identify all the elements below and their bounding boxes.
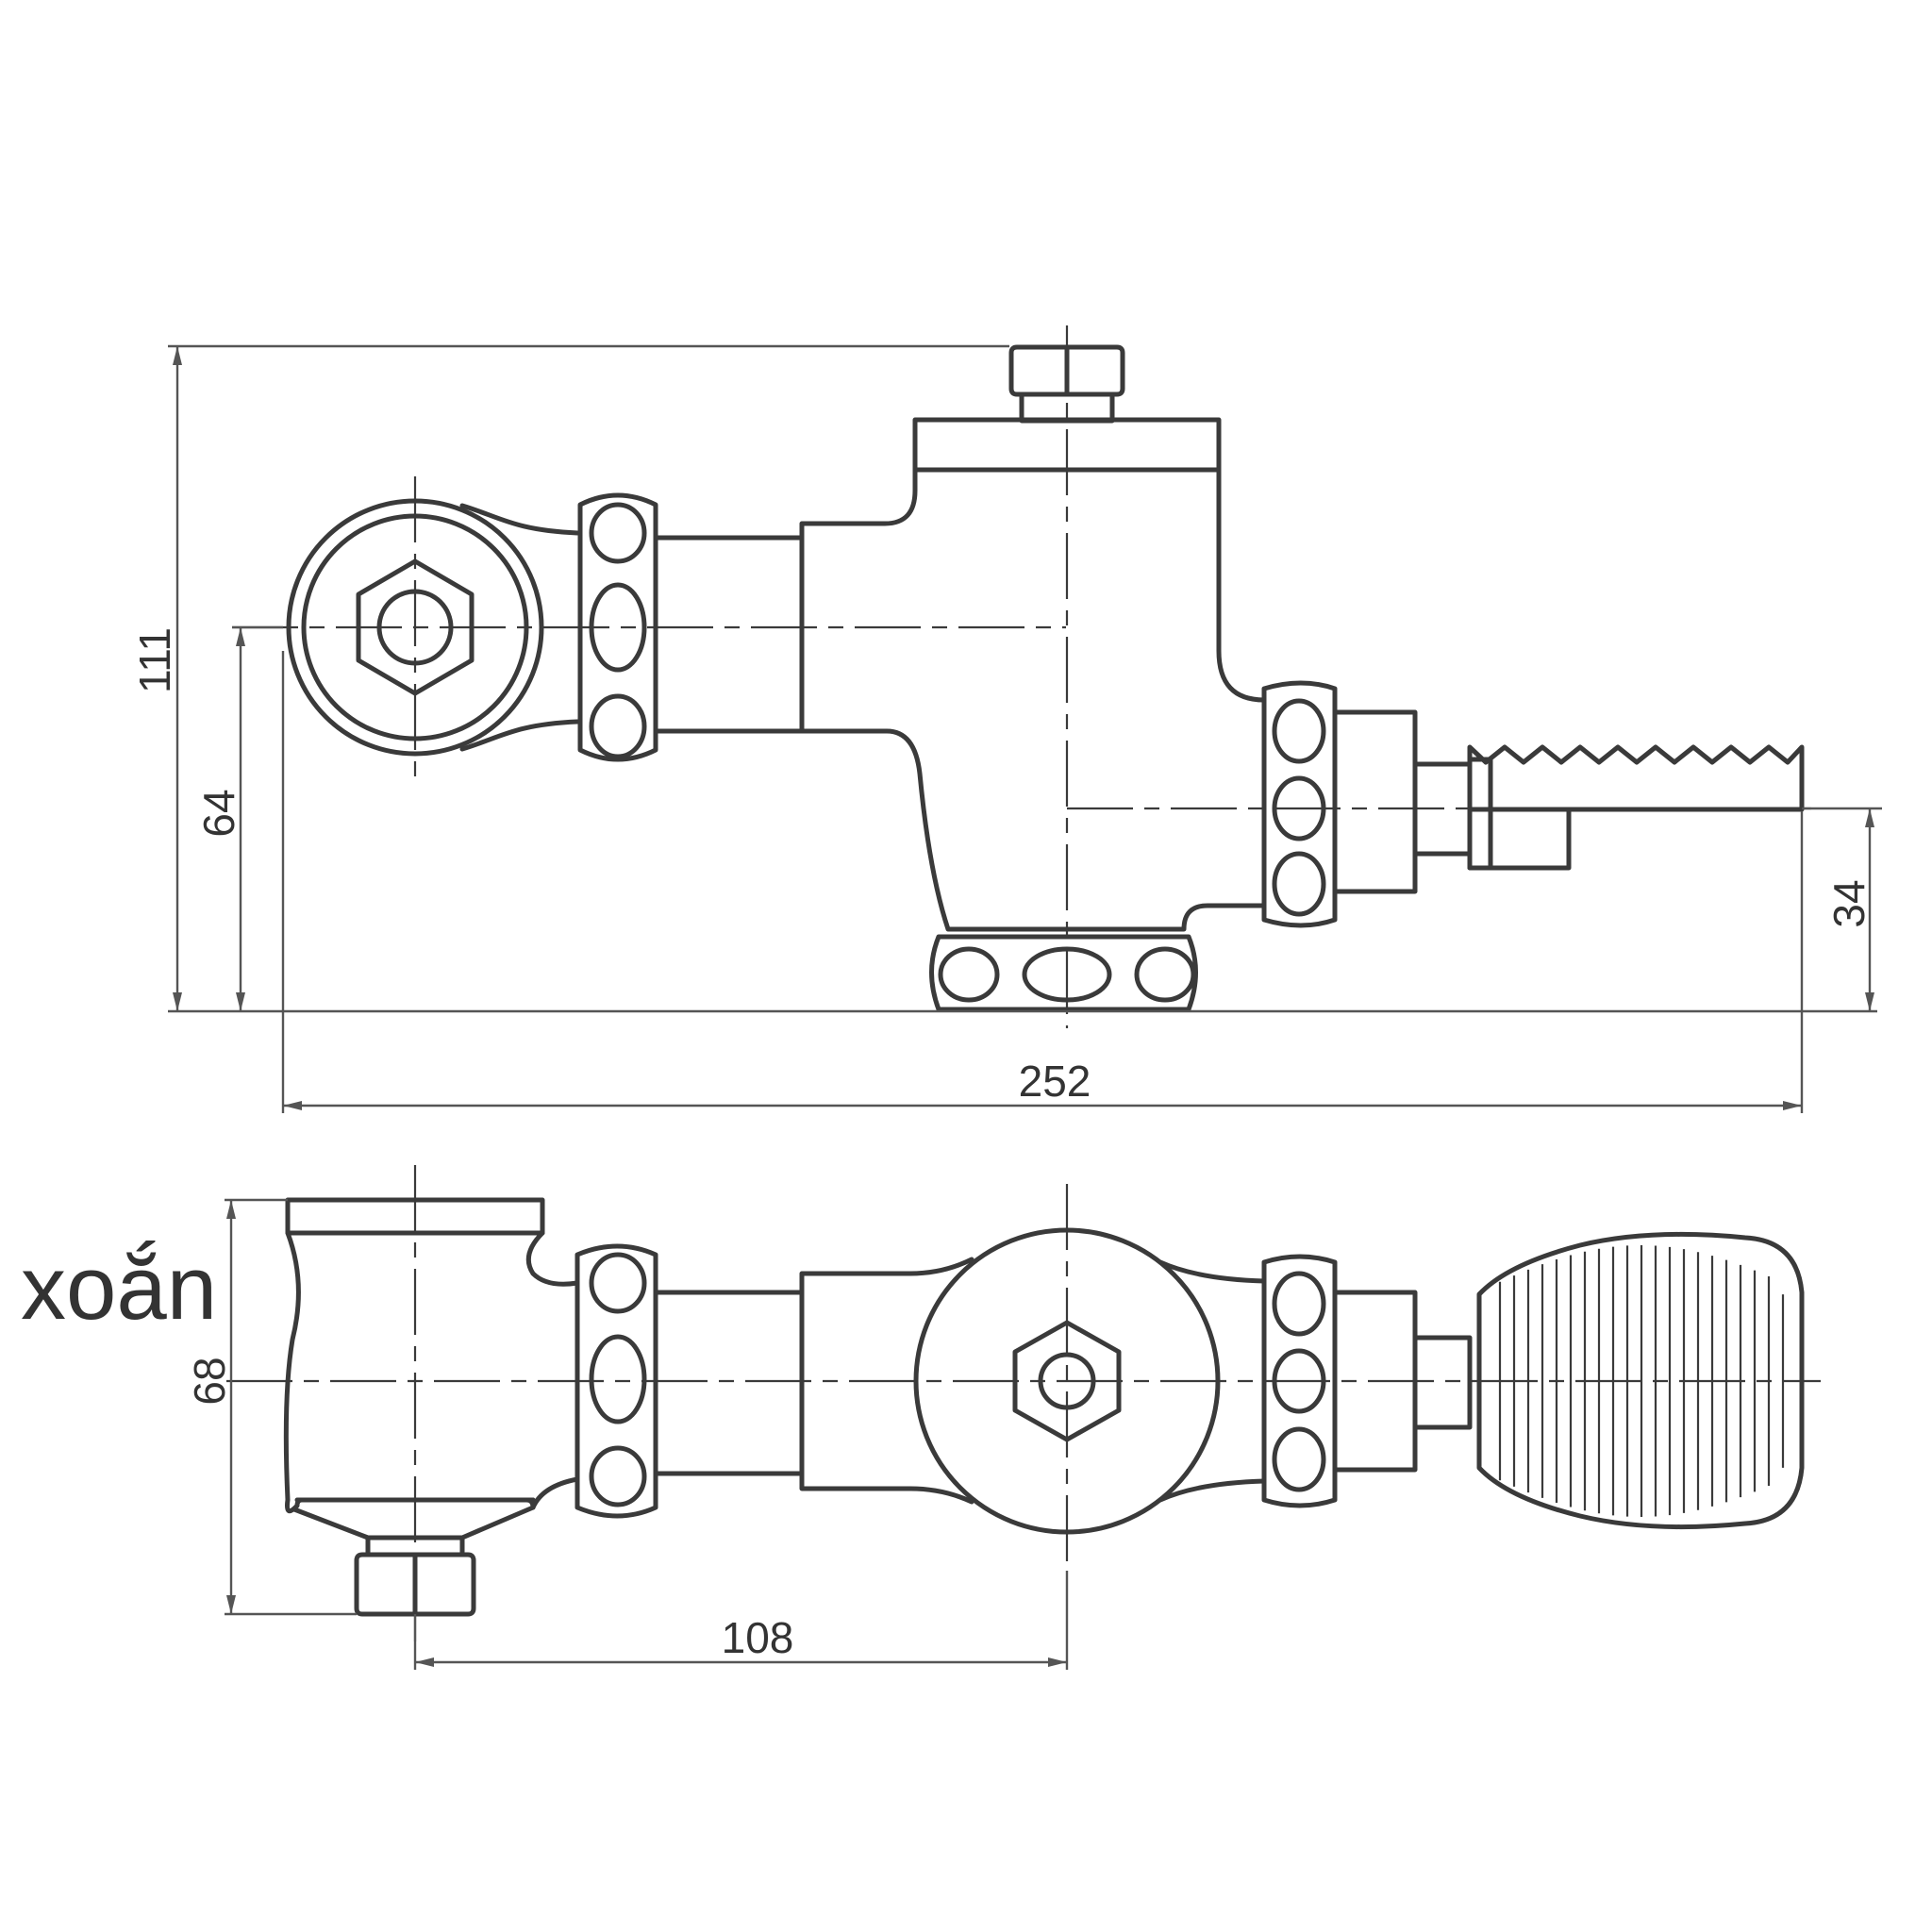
overlay-label: xoắn <box>21 1238 217 1339</box>
valve-body <box>799 417 1267 932</box>
pedal-grip <box>1476 1231 1805 1530</box>
dim-center-distance: 108 <box>722 1613 794 1662</box>
plan-right-coupling <box>1261 1254 1338 1508</box>
plan-body-right-neck <box>1158 1259 1267 1503</box>
pedal-housing <box>1332 709 1418 894</box>
coupling-hole <box>1272 851 1326 917</box>
top-nut <box>1008 344 1125 397</box>
dim-center-height: 64 <box>194 789 243 837</box>
plan-view: 68 108 <box>185 1165 1821 1670</box>
inlet-neck <box>459 503 580 752</box>
plan-pedal-stem <box>1412 1335 1473 1430</box>
coupling-hole <box>589 1334 647 1424</box>
pedal-pivot <box>1467 757 1493 871</box>
coupling-hole <box>1272 1271 1326 1337</box>
pedal-lever <box>1467 807 1572 871</box>
cup-body <box>283 1230 580 1514</box>
coupling-hole <box>589 1252 647 1314</box>
dim-body-depth: 68 <box>185 1357 234 1405</box>
inlet-pipe <box>653 535 805 734</box>
right-coupling <box>1261 680 1338 928</box>
side-elevation-view: 111 64 34 252 <box>130 325 1882 1113</box>
left-coupling <box>577 492 658 762</box>
coupling-hole <box>1272 698 1326 764</box>
dim-overall-height: 111 <box>130 627 179 693</box>
cup-skirt <box>291 1497 536 1541</box>
coupling-hole <box>589 502 647 564</box>
plan-pipe <box>653 1290 805 1476</box>
cup-nut <box>354 1552 476 1617</box>
plan-left-coupling <box>575 1243 658 1519</box>
bottom-outlet <box>929 934 1198 1012</box>
coupling-hole <box>1272 1426 1326 1492</box>
coupling-hole <box>589 693 647 759</box>
dim-pedal-height: 34 <box>1824 879 1874 927</box>
coupling-hole <box>589 1445 647 1507</box>
outlet-hole <box>1134 946 1196 1003</box>
plan-body-transition <box>799 1257 974 1505</box>
pedal-serrated <box>1467 744 1805 812</box>
outlet-hole <box>938 946 1000 1003</box>
dim-overall-length: 252 <box>1019 1057 1091 1106</box>
